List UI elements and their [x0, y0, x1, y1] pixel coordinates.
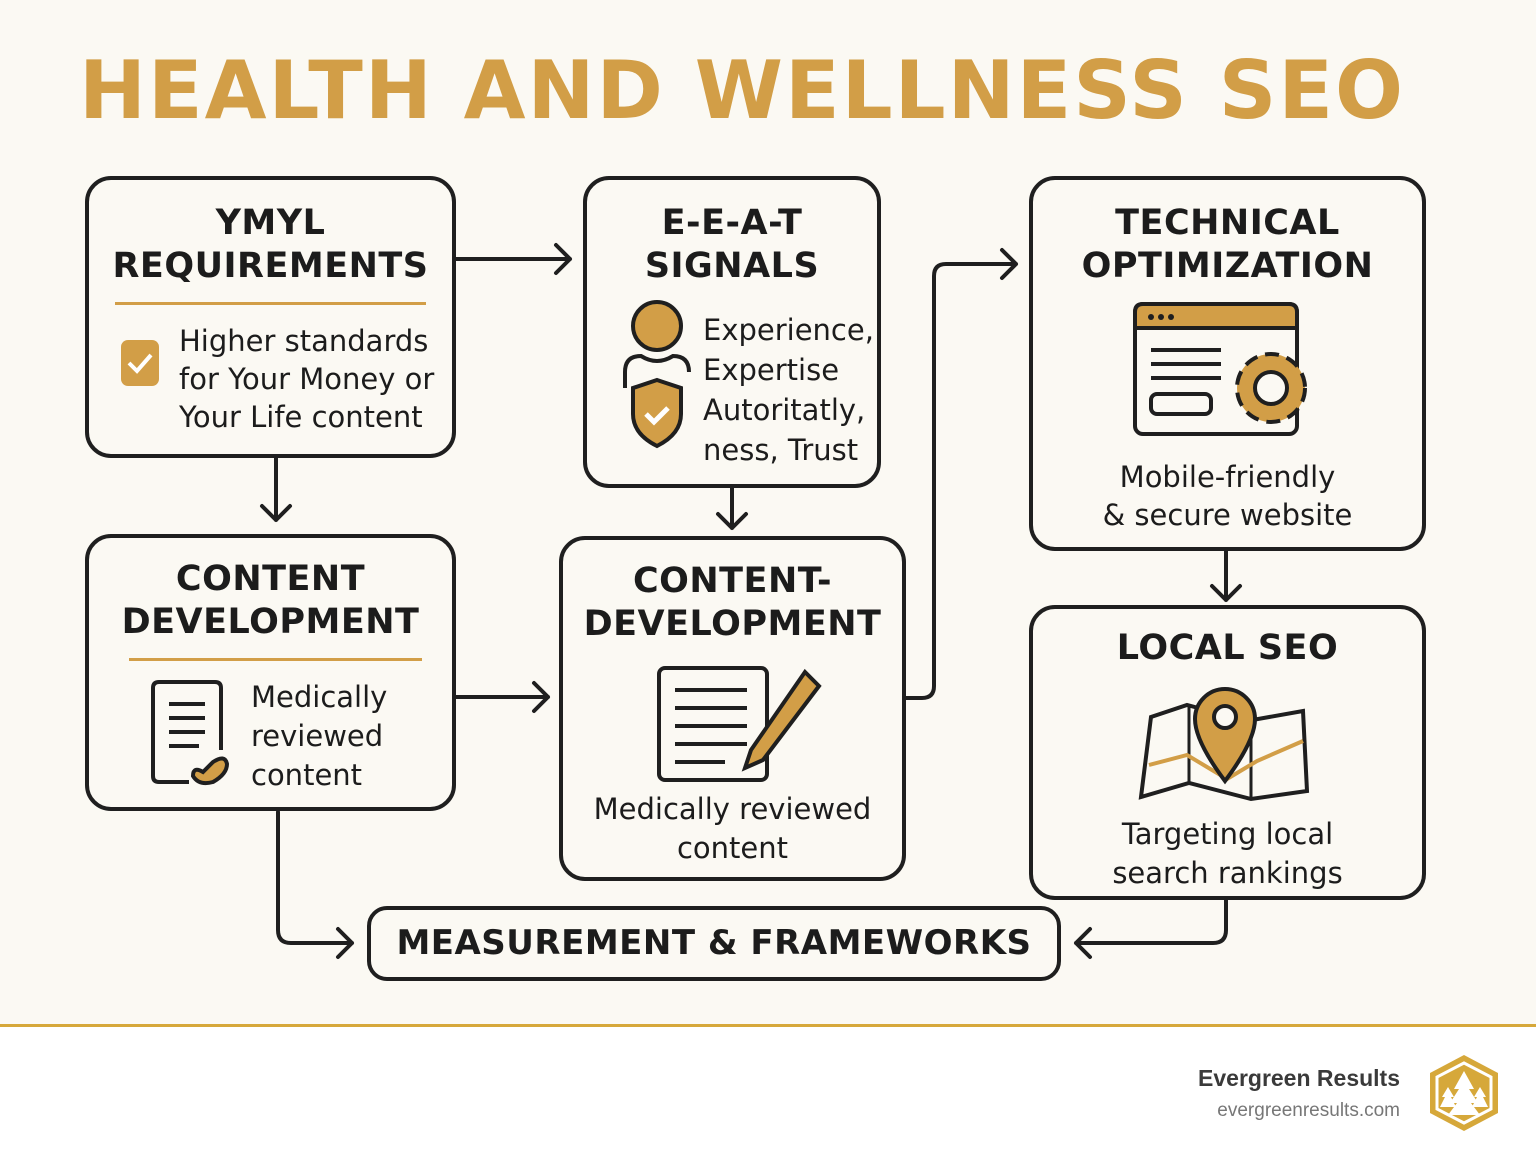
- text-line: reviewed: [251, 719, 384, 753]
- browser-gear-icon: [1133, 302, 1307, 436]
- text-line: Autoritatly,: [703, 393, 866, 427]
- text-line: search rankings: [1112, 856, 1343, 890]
- content-text: Medically reviewed content: [251, 678, 387, 795]
- local-heading: LOCAL SEO: [1033, 627, 1422, 670]
- footer: Evergreen Results evergreenresults.com: [0, 1024, 1536, 1154]
- text-line: content: [251, 758, 363, 792]
- text-line: Your Life content: [179, 400, 423, 434]
- heading-line: E-E-A-T: [661, 203, 803, 243]
- text-line: content: [676, 831, 789, 865]
- brand-url[interactable]: evergreenresults.com: [1217, 1100, 1400, 1121]
- heading-line: TECHNICAL: [1115, 203, 1340, 243]
- checkbox-icon: [121, 340, 159, 386]
- measurement-heading: MEASUREMENT & FRAMEWORKS: [396, 923, 1032, 963]
- arrow-local-to-measurement: [1074, 898, 1228, 959]
- measurement-frameworks-box: MEASUREMENT & FRAMEWORKS: [367, 906, 1061, 981]
- document-check-icon: [151, 680, 230, 786]
- text-line: ness, Trust: [703, 433, 859, 467]
- heading-line: SIGNALS: [644, 246, 820, 286]
- divider: [115, 302, 426, 305]
- text-line: Experience,: [703, 313, 874, 347]
- heading-line: DEVELOPMENT: [121, 602, 420, 642]
- text-line: Higher standards: [179, 324, 429, 358]
- text-line: & secure website: [1102, 498, 1353, 532]
- ymyl-text: Higher standards for Your Money or Your Li…: [179, 322, 434, 436]
- content2-text: Medically reviewed content: [563, 790, 902, 868]
- arrow-content-to-content2: [454, 681, 550, 713]
- arrow-ymyl-to-eeat: [454, 243, 572, 275]
- heading-line: OPTIMIZATION: [1081, 246, 1374, 286]
- arrow-eeat-to-content2: [716, 486, 748, 530]
- arrow-content2-to-technical: [904, 248, 1018, 700]
- local-text: Targeting local search rankings: [1033, 815, 1422, 893]
- text-line: Medically: [251, 680, 388, 714]
- divider: [129, 658, 422, 661]
- evergreen-logo-icon: [1430, 1055, 1498, 1131]
- content2-heading: CONTENT-DEVELOPMENT: [563, 560, 902, 646]
- text-line: Targeting local: [1121, 817, 1334, 851]
- heading-line: DEVELOPMENT: [583, 604, 882, 644]
- person-shield-icon: [623, 300, 691, 449]
- arrow-content-to-measurement: [276, 810, 354, 959]
- text-line: for Your Money or: [179, 362, 435, 396]
- text-line: Mobile-friendly: [1119, 460, 1336, 494]
- map-pin-icon: [1138, 687, 1310, 802]
- heading-line: CONTENT: [175, 559, 366, 599]
- content-development-2-box: CONTENT-DEVELOPMENT Medically reviewed co…: [559, 536, 906, 881]
- arrow-technical-to-local: [1210, 549, 1242, 602]
- heading-line: LOCAL SEO: [1116, 628, 1339, 668]
- heading-line: YMYL: [215, 203, 326, 243]
- heading-line: CONTENT-: [632, 561, 833, 601]
- local-seo-box: LOCAL SEO Targeting local search rankings: [1029, 605, 1426, 900]
- arrow-ymyl-to-content: [260, 456, 292, 522]
- technical-text: Mobile-friendly & secure website: [1033, 458, 1422, 534]
- brand-name: Evergreen Results: [1198, 1065, 1400, 1091]
- heading-line: REQUIREMENTS: [112, 246, 429, 286]
- text-line: Expertise: [703, 353, 840, 387]
- document-pen-icon: [657, 666, 822, 782]
- text-line: Medically reviewed: [593, 792, 872, 826]
- page-title: HEALTH AND WELLNESS SEO: [79, 44, 1405, 137]
